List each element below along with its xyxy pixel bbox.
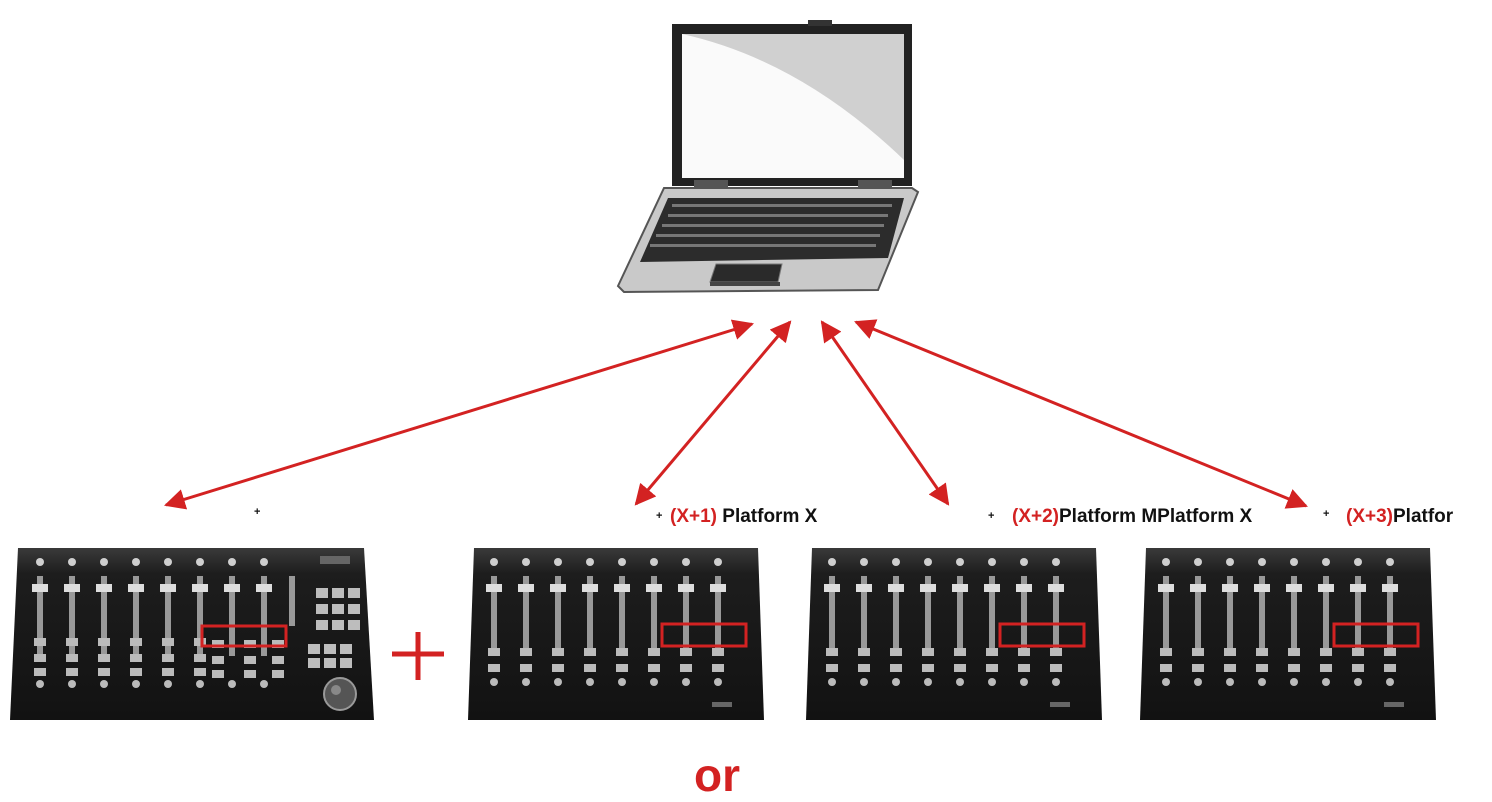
unit4-index: (X+3) bbox=[1346, 506, 1393, 527]
unit1-plus-marker: + bbox=[254, 506, 261, 518]
or-label: or bbox=[694, 749, 740, 801]
unit4-name: Platfor bbox=[1393, 506, 1454, 527]
mixer-extender-icon bbox=[1140, 548, 1436, 720]
arrow-icon bbox=[634, 320, 792, 506]
arrow-icon bbox=[163, 319, 755, 510]
unit2-name: Platform X bbox=[722, 506, 818, 527]
plus-join-icon bbox=[392, 632, 444, 680]
unit3-plus-marker: + bbox=[988, 510, 995, 522]
unit2-plus-marker: + bbox=[656, 510, 663, 522]
unit3-index: (X+2) bbox=[1012, 506, 1059, 527]
unit4-label: (X+3)Platfor bbox=[1346, 506, 1453, 528]
mixer-master-icon bbox=[10, 548, 374, 720]
arrow-icon bbox=[820, 320, 950, 506]
mixer-extender-icon bbox=[468, 548, 764, 720]
unit3-label: (X+2)Platform MPlatform X bbox=[1012, 506, 1252, 528]
connection-arrows bbox=[163, 319, 1308, 510]
unit2-label: (X+1) Platform X bbox=[670, 506, 817, 528]
laptop-icon bbox=[616, 20, 920, 294]
unit4-plus-marker: + bbox=[1323, 508, 1330, 520]
mixer-extender-icon bbox=[806, 548, 1102, 720]
unit3-name: Platform MPlatform X bbox=[1059, 506, 1253, 527]
unit2-index: (X+1) bbox=[670, 506, 717, 527]
arrow-icon bbox=[854, 319, 1308, 509]
